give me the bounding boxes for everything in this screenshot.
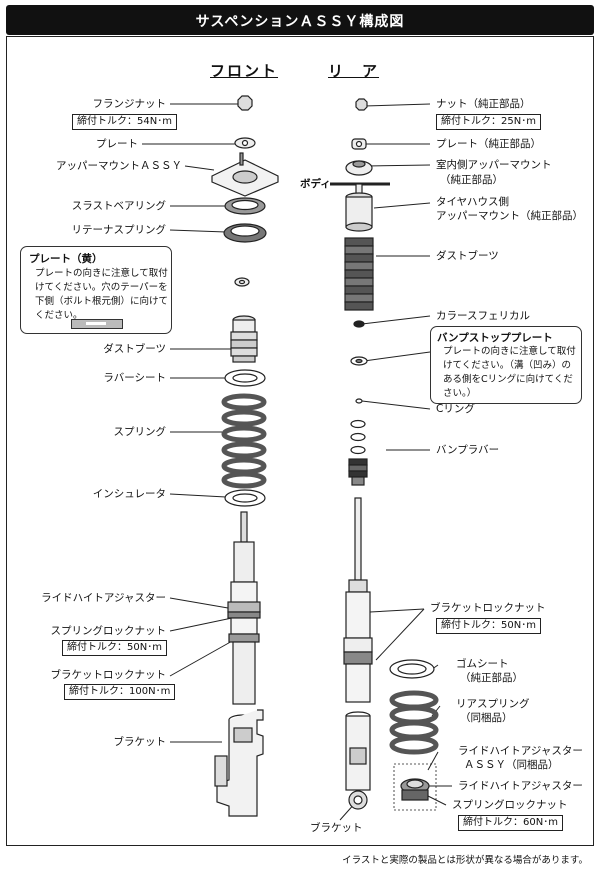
note-front-line: ください。 [35, 310, 83, 321]
note-bump-stop-plate: バンプストッププレート プレートの向きに注意して取付 けてください。（溝（凹み）… [430, 326, 582, 404]
label-rubber-seat-rear: ゴムシート [456, 658, 509, 670]
label-rear-nut: ナット（純正部品） [436, 98, 531, 110]
note-rear-line: さい。） [443, 388, 477, 399]
note-rear-line: ある側をCリングに向けてくだ [443, 374, 573, 385]
leader-line [369, 608, 425, 613]
leader-line [365, 164, 431, 167]
torque-flange-nut: 締付トルク：54N･m [72, 114, 177, 130]
rear-collar-spherical [353, 320, 365, 328]
front-shock-body [233, 541, 255, 583]
leader-line [363, 351, 431, 362]
label-adjuster-assy-note: ＡＳＳＹ（同梱品） [464, 759, 559, 771]
label-upper-mount: アッパーマウントＡＳＳＹ [56, 160, 182, 172]
leader-line [361, 400, 431, 410]
label-rear-spring-lock-nut: スプリングロックナット [452, 799, 568, 811]
front-piston-rod [240, 511, 248, 543]
note-rear-line: けてください。（溝（凹み）の [443, 360, 571, 371]
label-retainer-spring: リテーナスプリング [71, 224, 167, 236]
rear-parts [330, 98, 439, 811]
torque-rear-bracket-lock-nut: 締付トルク：50N･m [436, 618, 541, 634]
rear-spring [389, 690, 439, 755]
rear-header: リ ア [328, 62, 380, 80]
label-rear-bracket: ブラケット [310, 822, 363, 834]
front-header: フロント [210, 62, 279, 80]
front-bracket-lock-nut [228, 633, 260, 643]
leader-line [427, 795, 447, 806]
page-title: サスペンションＡＳＳＹ構成図 [195, 14, 405, 30]
label-front-dust-boot: ダストブーツ [103, 343, 166, 355]
leader-line [363, 103, 431, 107]
rear-adjuster-assy-outline [393, 763, 437, 811]
label-front-ride-height-adjuster: ライドハイトアジャスター [41, 592, 166, 604]
diagram-frame [6, 36, 594, 846]
front-ride-height-adjuster [227, 601, 261, 613]
front-spring [221, 393, 267, 489]
label-rear-bracket-lock-nut: ブラケットロックナット [430, 602, 546, 614]
leader-line [375, 608, 425, 661]
leader-line [169, 597, 229, 609]
label-flange-nut: フランジナット [92, 98, 167, 110]
leader-line [373, 202, 431, 209]
note-front-line: 下側（ボルト根元側）に向けて [35, 296, 169, 307]
footer-disclaimer: イラストと実際の製品とは形状が異なる場合があります。 [342, 855, 588, 866]
rear-shock-body [345, 591, 371, 639]
leader-line [427, 751, 439, 771]
note-rear-title: バンプストッププレート [437, 332, 553, 344]
torque-rear-nut: 締付トルク：25N･m [436, 114, 541, 130]
label-insulator: インシュレータ [92, 488, 166, 500]
label-adjuster-assy: ライドハイトアジャスター [458, 745, 583, 757]
title-bar: サスペンションＡＳＳＹ構成図 [6, 5, 594, 35]
note-front-plate: プレート（黄） プレートの向きに注意して取付 けてください。穴のテーパーを 下側… [20, 246, 172, 334]
rear-spring-lock-nut [401, 789, 429, 801]
leader-line [169, 229, 227, 233]
label-rear-spring-note: （同梱品） [460, 712, 513, 724]
label-rear-plate: プレート（純正部品） [436, 138, 541, 150]
label-rubber-seat: ラバーシート [103, 372, 166, 384]
label-rubber-seat-rear-note: （純正部品） [460, 672, 523, 684]
rear-nut [355, 98, 368, 111]
leader-line [169, 493, 227, 498]
leader-line [361, 315, 431, 325]
note-rear-line: プレートの向きに注意して取付 [443, 346, 576, 357]
rear-dust-boot [344, 237, 374, 311]
label-rear-spring: リアスプリング [456, 698, 530, 710]
label-c-ring: Cリング [436, 403, 475, 415]
leader-line [184, 165, 215, 171]
note-front-title: プレート（黄） [29, 253, 103, 265]
leader-line [169, 639, 235, 677]
label-rear-ride-height-adjuster: ライドハイトアジャスター [458, 780, 583, 792]
torque-rear-spring-lock-nut: 締付トルク：60N･m [458, 815, 563, 831]
label-front-plate: プレート [96, 138, 138, 150]
label-collar-spherical: カラースフェリカル [436, 310, 530, 322]
rear-bracket-lock-nut [343, 651, 373, 665]
front-parts [211, 95, 279, 817]
front-spring-lock-nut [227, 611, 261, 619]
label-tire-house-mount: タイヤハウス側 [436, 196, 509, 208]
plate-swatch [71, 319, 123, 329]
torque-front-spring-lock-nut: 締付トルク：50N･m [62, 640, 167, 656]
note-front-line: プレートの向きに注意して取付 [35, 268, 168, 279]
label-cabin-mount-note: （純正部品） [440, 174, 503, 186]
label-tire-house-mount-2: アッパーマウント（純正部品） [436, 210, 583, 222]
label-body: ボディ [300, 178, 331, 190]
leader-line [169, 617, 233, 632]
label-front-spring-lock-nut: スプリングロックナット [50, 625, 167, 637]
front-flange-nut [237, 95, 253, 111]
rear-bump-rubber [348, 419, 368, 486]
label-bump-rubber: バンプラバー [436, 444, 500, 456]
rear-c-ring [355, 398, 363, 404]
label-front-spring: スプリング [113, 426, 167, 438]
label-front-bracket-lock-nut: ブラケットロックナット [50, 669, 167, 681]
label-front-bracket: ブラケット [113, 736, 167, 748]
rear-piston-rod [354, 497, 362, 581]
torque-front-bracket-lock-nut: 締付トルク：100N･m [64, 684, 176, 700]
label-rear-dust-boot: ダストブーツ [436, 250, 499, 262]
label-thrust-bearing: スラストベアリング [71, 200, 166, 212]
note-front-line: けてください。穴のテーパーを [35, 282, 168, 293]
label-cabin-mount: 室内側アッパーマウント [436, 159, 552, 171]
